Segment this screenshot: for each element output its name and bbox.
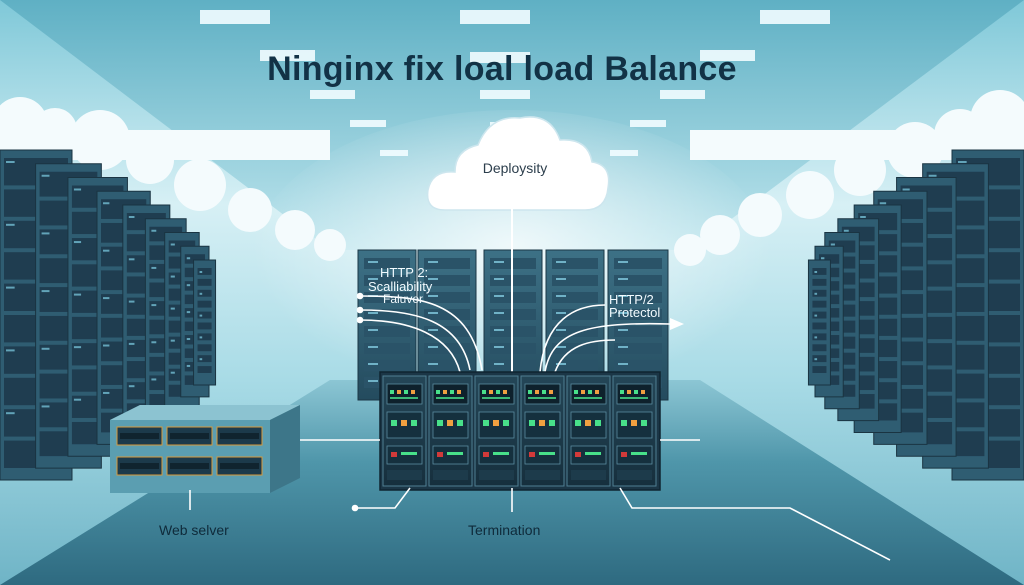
diagram-title: Ninginx fix loal load Balance bbox=[267, 50, 737, 88]
right-server-row bbox=[807, 149, 1024, 481]
right-label-protocol: Protectol bbox=[609, 305, 661, 320]
web-server-unit bbox=[110, 405, 300, 493]
right-label-http2: HTTP/2 bbox=[609, 292, 654, 307]
deployment-cloud-label: Deploysity bbox=[482, 160, 548, 176]
deployment-cloud bbox=[426, 116, 610, 211]
floor-connectors bbox=[189, 439, 891, 561]
right-connector-lines bbox=[539, 304, 684, 373]
left-label-scalability: Scalliability bbox=[368, 279, 433, 294]
left-label-http2: HTTP 2: bbox=[380, 265, 429, 280]
left-cloud-bank bbox=[0, 97, 346, 261]
web-server-label: Web selver bbox=[159, 522, 229, 538]
left-label-failover: Faluver bbox=[383, 292, 424, 306]
left-connector-lines bbox=[356, 292, 483, 373]
left-server-row bbox=[0, 149, 217, 481]
termination-label: Termination bbox=[468, 522, 541, 538]
deployment-arrow bbox=[503, 185, 521, 375]
load-balancer-cluster bbox=[379, 371, 661, 491]
